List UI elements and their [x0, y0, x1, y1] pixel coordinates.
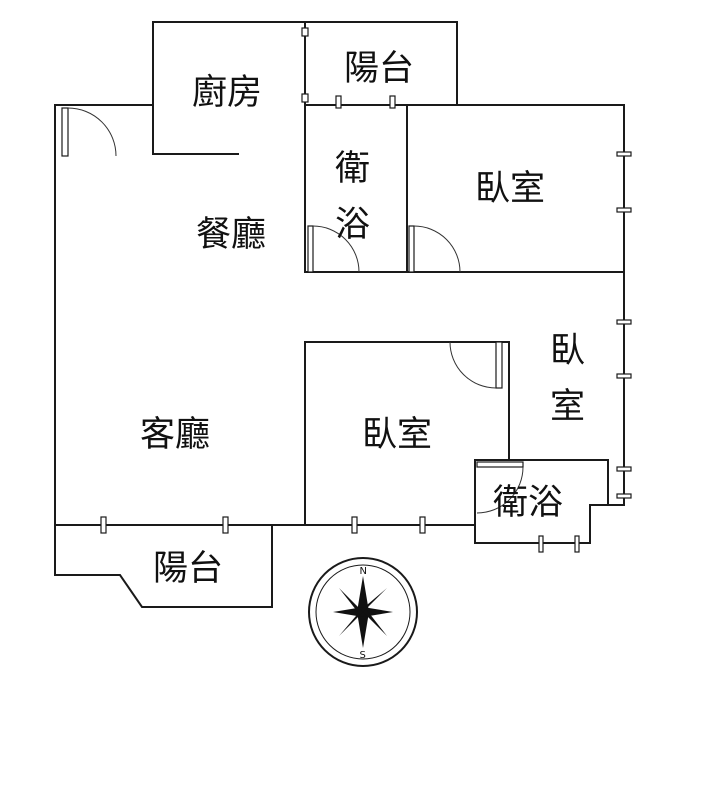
window-mark: [301, 27, 309, 37]
window-mark: [222, 516, 229, 534]
window-mark: [574, 535, 580, 553]
room-label-bedroom-center: 臥室: [362, 415, 432, 455]
kitchen-walls: [152, 21, 308, 155]
outer-top-right-wall: [304, 104, 625, 506]
window-mark: [100, 516, 107, 534]
window-marks: [100, 27, 632, 553]
compass-letter-n: N: [360, 566, 367, 577]
window-mark: [616, 493, 632, 499]
room-label-bath-top-2: 浴: [335, 205, 370, 245]
doors: [61, 107, 524, 514]
window-mark: [335, 95, 342, 109]
room-label-balcony-bottom: 陽台: [153, 549, 223, 589]
room-label-balcony-top: 陽台: [344, 49, 414, 89]
bath-bottom-walls: [474, 459, 625, 544]
room-label-bedroom-right-1: 臥: [550, 331, 585, 371]
compass-needle-north: [357, 576, 369, 612]
room-label-dining: 餐廳: [196, 215, 266, 255]
room-label-bedroom-right-2: 室: [550, 387, 585, 427]
compass-needle-east: [363, 607, 393, 617]
door-bath-bottom[interactable]: [476, 461, 524, 514]
window-mark: [616, 373, 632, 379]
door-bedroom-top[interactable]: [408, 225, 461, 273]
window-mark: [616, 207, 632, 213]
compass-needle-south: [357, 612, 369, 648]
compass-needle-west: [333, 607, 363, 617]
window-mark: [351, 516, 358, 534]
balcony-top-walls: [306, 21, 458, 106]
compass-letter-s: S: [360, 650, 366, 661]
door-entrance[interactable]: [61, 107, 117, 157]
room-label-bath-top-1: 衛: [335, 149, 370, 189]
window-mark: [616, 466, 632, 472]
window-mark: [538, 535, 544, 553]
center-bedroom-walls: [304, 341, 510, 526]
compass-diag-2: [339, 588, 387, 636]
window-mark: [301, 93, 309, 103]
room-label-kitchen: 廚房: [192, 73, 262, 113]
door-bedroom-center[interactable]: [449, 341, 503, 389]
room-label-living: 客廳: [140, 415, 210, 455]
window-mark: [389, 95, 396, 109]
bath-top-walls: [304, 21, 408, 273]
room-labels: 廚房 陽台 衛 浴 臥室 餐廳 客廳 臥室 臥 室 衛浴 陽台: [140, 49, 585, 589]
window-mark: [616, 319, 632, 325]
window-mark: [616, 151, 632, 157]
window-mark: [419, 516, 426, 534]
balcony-bottom-walls: [54, 524, 273, 608]
compass: N S: [308, 557, 418, 667]
walls: [54, 21, 625, 608]
room-label-bath-bottom: 衛浴: [493, 483, 563, 523]
door-bath-top[interactable]: [307, 225, 360, 273]
outer-left-wall: [54, 104, 154, 576]
room-label-bedroom-top: 臥室: [475, 169, 545, 209]
